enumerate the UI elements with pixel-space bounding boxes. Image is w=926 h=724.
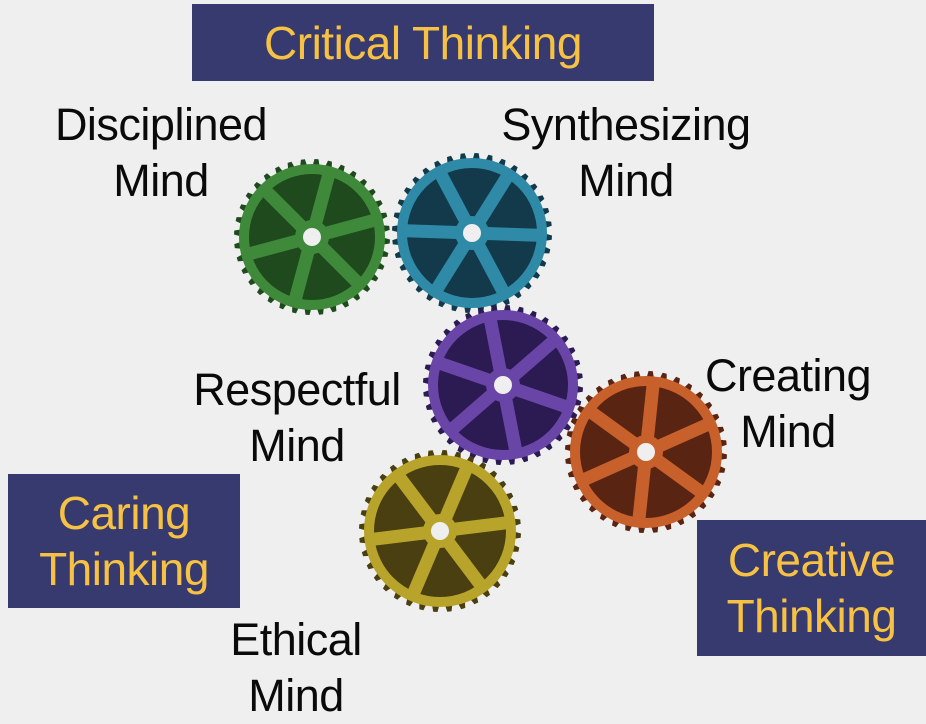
disciplined-mind-label: Disciplined Mind bbox=[30, 97, 292, 209]
caring-thinking-box: Caring Thinking bbox=[8, 474, 240, 608]
respectful-gear-axle-hole bbox=[494, 376, 512, 394]
ethical-gear-rim bbox=[364, 455, 516, 607]
creating-mind-label: Creating Mind bbox=[690, 348, 886, 460]
ethical-gear bbox=[359, 450, 521, 612]
creating-mind-line2: Mind bbox=[740, 406, 836, 457]
creative-thinking-box: Creative Thinking bbox=[697, 520, 926, 656]
disciplined-gear-axle-hole bbox=[303, 228, 321, 246]
disciplined-mind-line1: Disciplined bbox=[54, 99, 268, 150]
synthesizing-gear-axle-hole bbox=[463, 224, 481, 242]
disciplined-gear-rim bbox=[239, 164, 385, 310]
ethical-mind-line2: Mind bbox=[248, 670, 344, 721]
respectful-gear bbox=[423, 305, 583, 465]
creating-gear bbox=[565, 371, 727, 533]
respectful-mind-label: Respectful Mind bbox=[180, 362, 414, 474]
disciplined-gear bbox=[234, 159, 390, 315]
synthesizing-gear bbox=[392, 153, 552, 313]
respectful-gear-rim bbox=[428, 310, 578, 460]
synthesizing-mind-line1: Synthesizing bbox=[501, 99, 751, 150]
caring-thinking-line2: Thinking bbox=[39, 543, 209, 595]
creative-thinking-line2: Thinking bbox=[726, 590, 897, 642]
synthesizing-mind-label: Synthesizing Mind bbox=[488, 97, 764, 209]
creating-mind-line1: Creating bbox=[704, 350, 872, 401]
creating-gear-axle-hole bbox=[637, 443, 655, 461]
creative-thinking-line1: Creative bbox=[727, 534, 896, 586]
ethical-mind-label: Ethical Mind bbox=[210, 612, 382, 724]
critical-thinking-box: Critical Thinking bbox=[192, 4, 654, 81]
respectful-mind-line1: Respectful bbox=[193, 364, 401, 415]
critical-thinking-label: Critical Thinking bbox=[264, 16, 582, 69]
ethical-mind-line1: Ethical bbox=[230, 614, 362, 665]
disciplined-mind-line2: Mind bbox=[113, 155, 209, 206]
creating-gear-rim bbox=[570, 376, 722, 528]
ethical-gear-axle-hole bbox=[431, 522, 449, 540]
respectful-mind-line2: Mind bbox=[249, 420, 345, 471]
caring-thinking-line1: Caring bbox=[57, 487, 191, 539]
synthesizing-mind-line2: Mind bbox=[578, 155, 674, 206]
